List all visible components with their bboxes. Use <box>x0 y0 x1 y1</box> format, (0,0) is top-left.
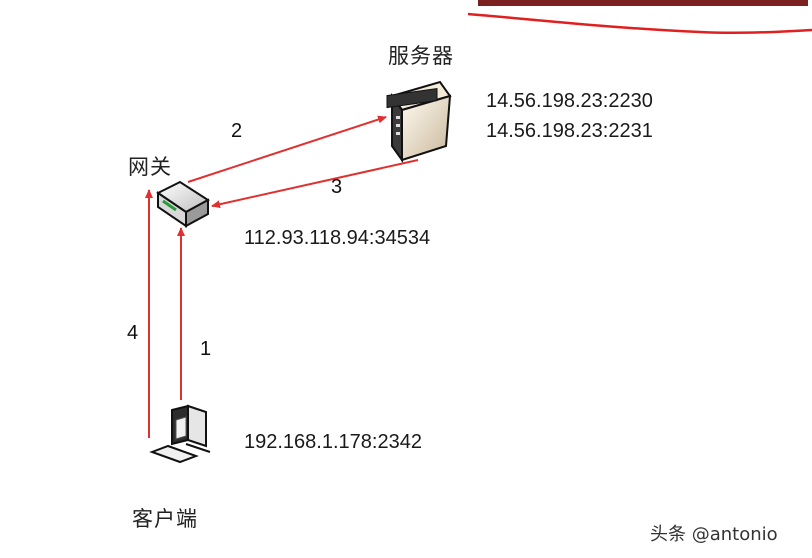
server-icon <box>386 80 452 164</box>
cropped-header-fragment <box>467 0 812 35</box>
step-number-4: 4 <box>127 322 139 344</box>
gateway-label: 网关 <box>128 155 172 179</box>
server-label: 服务器 <box>388 44 454 68</box>
arrow-3-server-to-gateway <box>211 159 419 209</box>
arrow-2-gateway-to-server <box>187 115 387 183</box>
server-address-2: 14.56.198.23:2231 <box>486 120 653 142</box>
step-number-1: 1 <box>200 338 212 360</box>
step-number-2: 2 <box>231 120 243 142</box>
watermark-text: 头条 @antonio <box>650 524 778 545</box>
gateway-address: 112.93.118.94:34534 <box>244 227 431 249</box>
client-address: 192.168.1.178:2342 <box>244 431 422 453</box>
gateway-router-icon <box>156 180 210 228</box>
client-label: 客户端 <box>132 507 198 531</box>
server-address-1: 14.56.198.23:2230 <box>486 90 653 112</box>
client-computer-icon <box>149 404 211 464</box>
step-number-3: 3 <box>331 176 343 198</box>
